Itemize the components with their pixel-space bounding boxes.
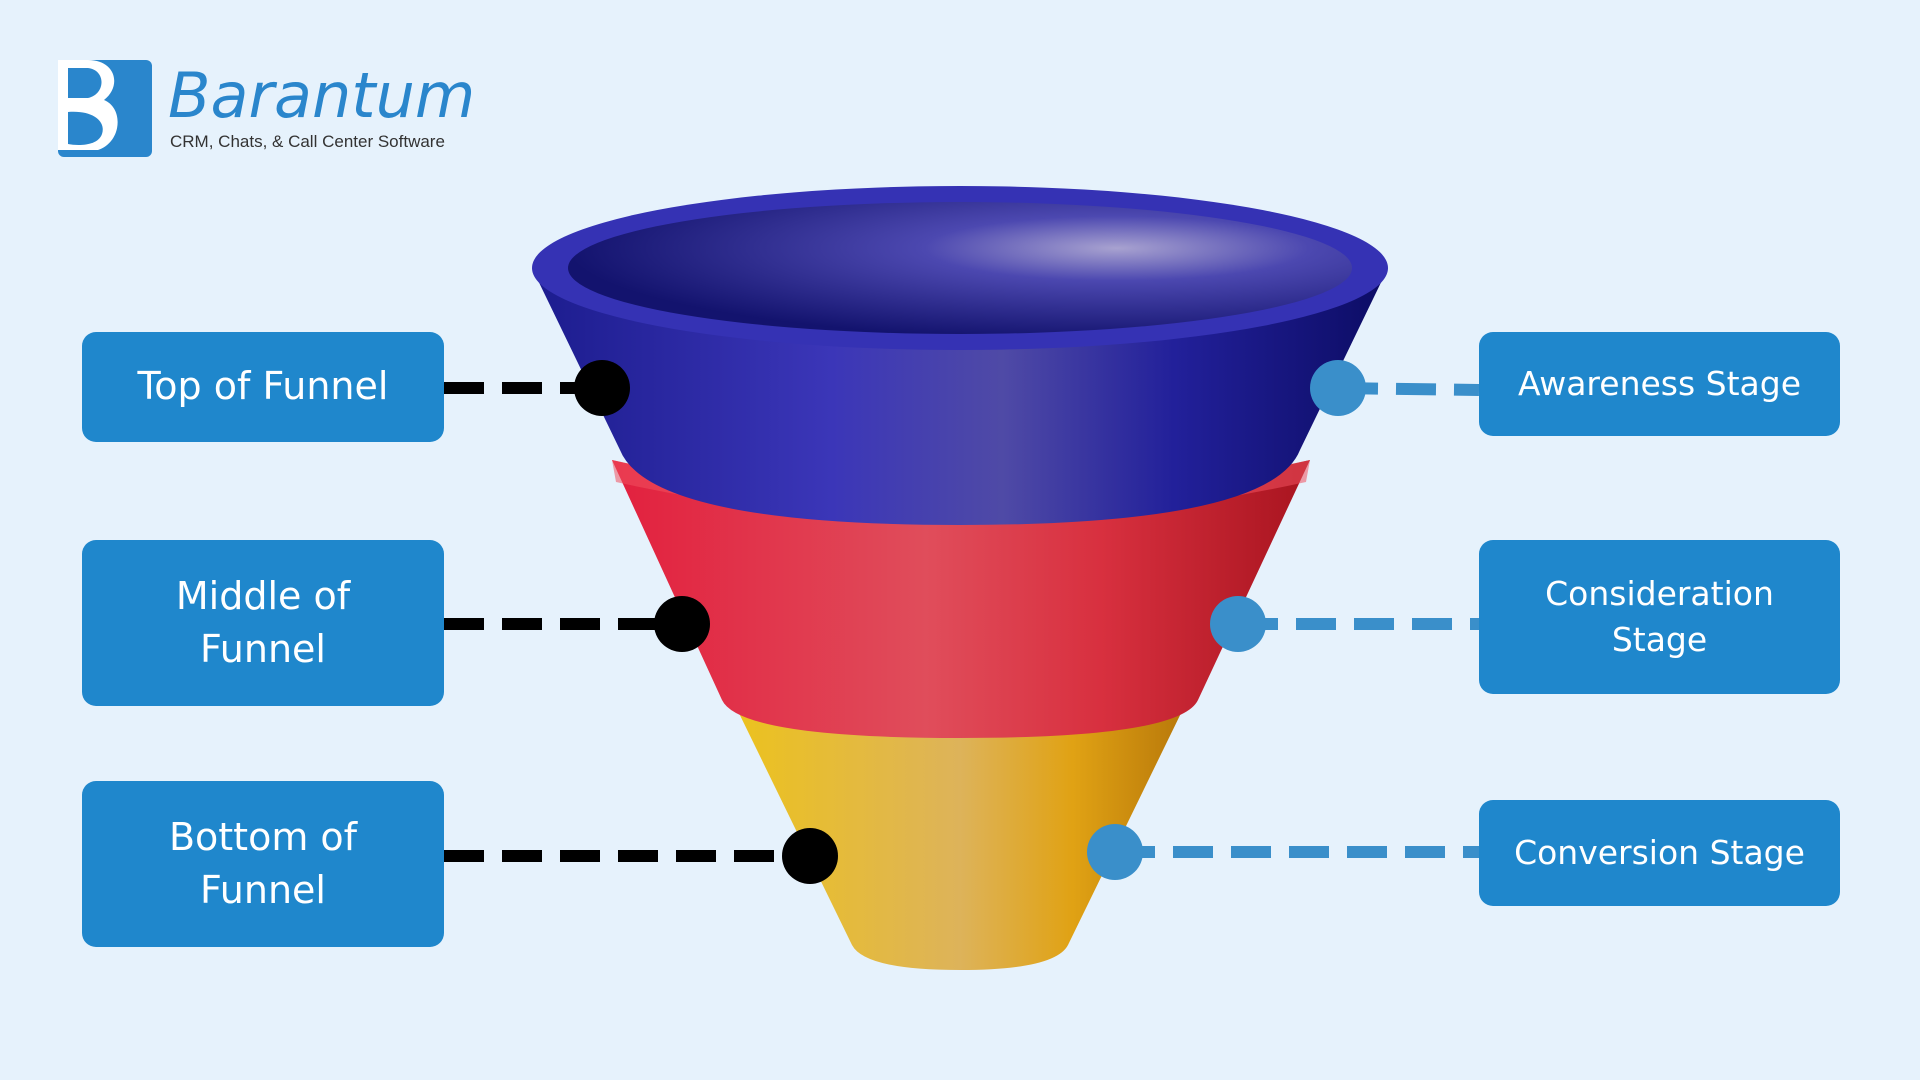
brand-name: Barantum [168,59,476,132]
funnel-middle-segment [612,460,1310,738]
funnel-bottom-segment [735,705,1185,970]
brand-tagline: CRM, Chats, & Call Center Software [170,132,445,151]
bottom-of-funnel-label: Bottom of Funnel [82,781,444,947]
top-of-funnel-text: Top of Funnel [137,364,389,409]
conversion-stage-label: Conversion Stage [1479,800,1840,906]
funnel-top-opening [568,202,1352,334]
consideration-stage-label: Consideration Stage [1479,540,1840,694]
bottom-left-dot [782,828,838,884]
top-left-dot [574,360,630,416]
top-of-funnel-label: Top of Funnel [82,332,444,442]
middle-left-dot [654,596,710,652]
awareness-stage-text: Awareness Stage [1517,363,1802,403]
top-right-dot [1310,360,1366,416]
middle-of-funnel-text: Middle of Funnel [175,573,351,671]
middle-of-funnel-label: Middle of Funnel [82,540,444,706]
barantum-logo-icon [58,60,152,157]
consideration-stage-text: Consideration Stage [1545,573,1774,659]
middle-right-dot [1210,596,1266,652]
bottom-right-dot [1087,824,1143,880]
brand-logo: Barantum CRM, Chats, & Call Center Softw… [58,60,478,160]
awareness-stage-label: Awareness Stage [1479,332,1840,436]
conversion-stage-text: Conversion Stage [1514,832,1805,872]
bottom-of-funnel-text: Bottom of Funnel [168,814,358,912]
